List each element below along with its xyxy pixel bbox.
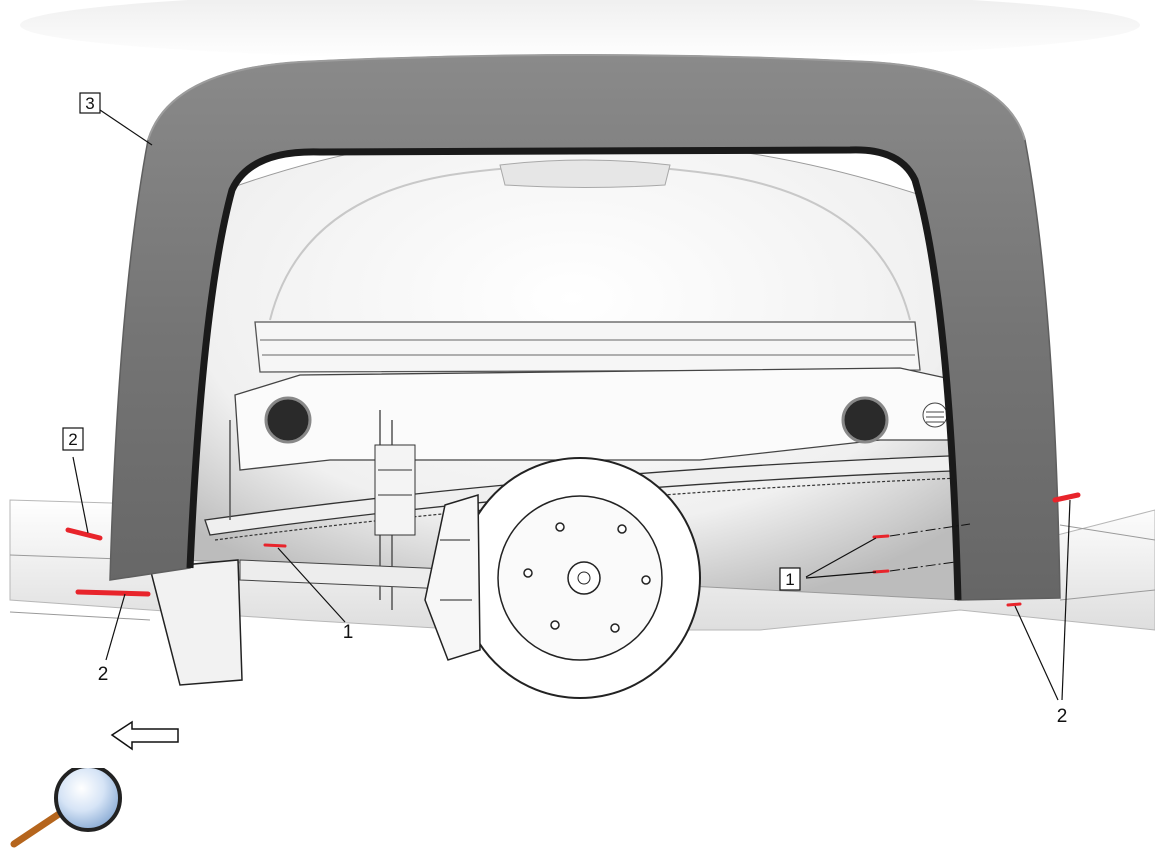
zoom-button[interactable] bbox=[10, 764, 128, 850]
shock-absorber bbox=[374, 444, 416, 536]
callout-1-left: 1 bbox=[343, 622, 354, 643]
magnifier-handle bbox=[10, 808, 66, 848]
lug-stud bbox=[610, 623, 620, 633]
fastener-paths bbox=[889, 523, 971, 572]
frame-rail bbox=[254, 321, 921, 373]
frame-hole-left bbox=[264, 396, 312, 444]
callout-1-right: 1 bbox=[779, 567, 801, 591]
frame-vent bbox=[922, 402, 948, 428]
background-haze bbox=[20, 0, 1140, 60]
bumpstop bbox=[499, 159, 671, 188]
caliper-detail bbox=[440, 539, 472, 601]
leader-2-right-lower bbox=[1014, 605, 1059, 701]
hub-hole bbox=[577, 571, 591, 585]
callout-2-upper-left: 2 bbox=[62, 427, 84, 451]
leader-2-lower-left bbox=[105, 593, 126, 661]
fastener-left bbox=[263, 543, 287, 548]
callout-2-right: 2 bbox=[1057, 706, 1068, 727]
leader-3 bbox=[99, 109, 153, 146]
lug-stud bbox=[555, 522, 565, 532]
lug-stud bbox=[550, 620, 560, 630]
magnifier-lens bbox=[54, 764, 122, 832]
rocker-line-right bbox=[1059, 524, 1155, 601]
leader-2-upper-left bbox=[72, 456, 89, 534]
callout-2-lower-left: 2 bbox=[98, 664, 109, 685]
leader-2-right-upper bbox=[1061, 499, 1071, 701]
lug-studs bbox=[523, 522, 651, 633]
retainer-left-upper bbox=[65, 527, 103, 541]
mud-flap bbox=[149, 559, 243, 686]
frame-rail-line bbox=[260, 339, 915, 356]
callout-label: 3 bbox=[85, 94, 94, 113]
arrow-left-icon bbox=[110, 720, 179, 751]
frame-vent-slots bbox=[926, 411, 944, 423]
lug-stud bbox=[641, 575, 651, 585]
callout-box bbox=[779, 567, 801, 591]
frame-hole-right bbox=[841, 396, 889, 444]
magnifier-icon bbox=[10, 764, 122, 848]
callout-label: 1 bbox=[785, 570, 794, 589]
fastener-right-upper bbox=[872, 534, 890, 539]
callout-box bbox=[62, 427, 84, 451]
leader-1-right-upper bbox=[805, 537, 877, 578]
highlight-marks bbox=[65, 492, 1081, 607]
flare-inner-edge bbox=[186, 146, 962, 601]
lug-stud bbox=[523, 568, 533, 578]
flare-lip bbox=[147, 54, 1026, 141]
leader-1-right-lower bbox=[805, 571, 877, 579]
lug-stud bbox=[617, 524, 627, 534]
leader-lines bbox=[72, 109, 1071, 701]
shock-detail bbox=[378, 469, 412, 496]
callout-label: 2 bbox=[68, 430, 77, 449]
fastener-right-lower bbox=[872, 569, 890, 574]
callout-3: 3 bbox=[79, 92, 101, 114]
fastener-path-lower bbox=[889, 561, 956, 572]
fastener-path-upper bbox=[889, 523, 971, 537]
retainer-left-lower bbox=[75, 589, 151, 597]
retainer-right-lower bbox=[1006, 602, 1022, 607]
leader-1-left bbox=[277, 547, 346, 623]
callout-box bbox=[79, 92, 101, 114]
retainer-right-upper bbox=[1052, 492, 1081, 503]
brake-caliper bbox=[424, 493, 481, 661]
